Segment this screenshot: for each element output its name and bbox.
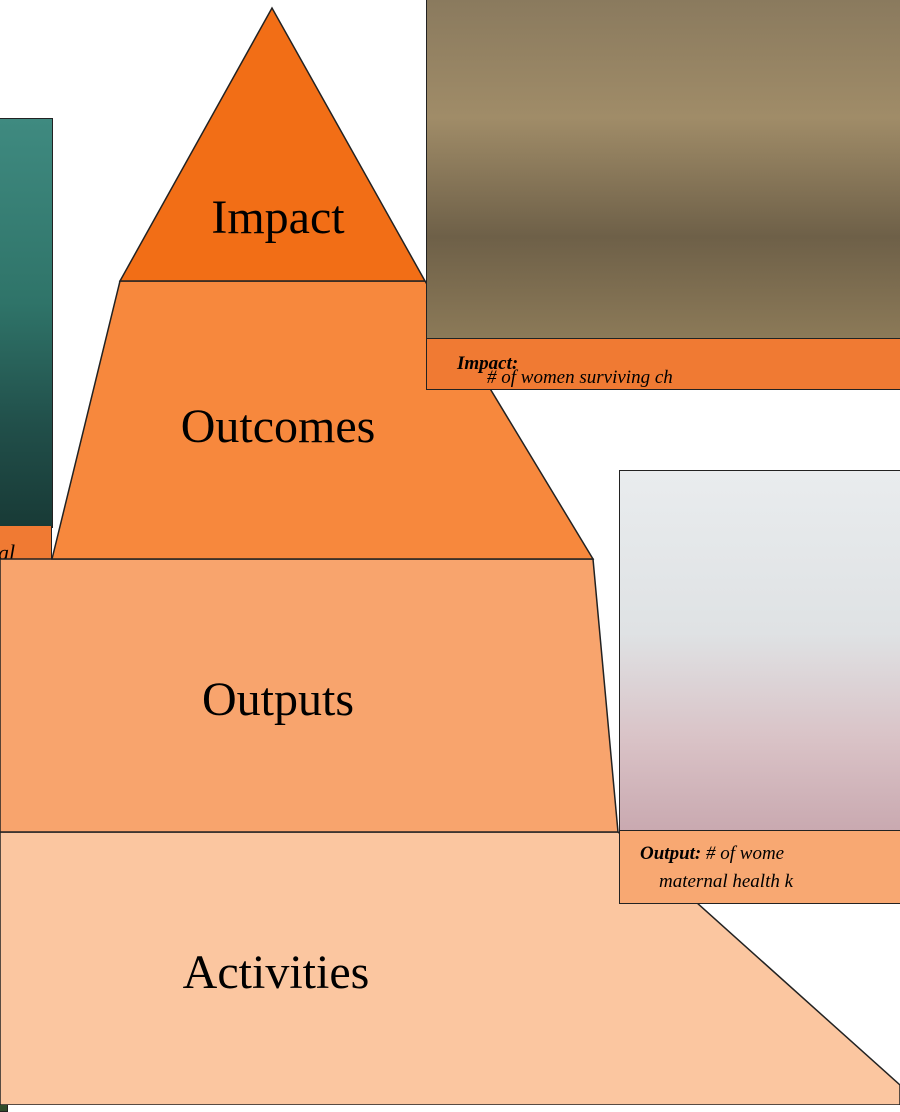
photo-left-cropped	[0, 118, 53, 528]
caption-output-bold: Output:	[640, 843, 702, 864]
photo-couple	[426, 0, 900, 340]
tier-label-outputs: Outputs	[202, 673, 354, 726]
caption-impact-bold: Impact:	[457, 353, 519, 374]
caption-output-text: # of wome	[701, 843, 785, 864]
photo-nurse	[619, 470, 900, 832]
tier-impact	[118, 6, 427, 282]
caption-impact: Impact: # of women surviving ch	[426, 338, 900, 390]
tier-label-activities: Activities	[183, 946, 370, 999]
caption-output-line2: maternal health k	[659, 871, 794, 892]
tier-label-outcomes: Outcomes	[181, 400, 376, 453]
caption-output: Output: # of wome maternal health k	[619, 830, 900, 904]
tier-label-impact: Impact	[211, 191, 345, 244]
caption-impact-text: # of women surviving ch	[487, 367, 673, 388]
